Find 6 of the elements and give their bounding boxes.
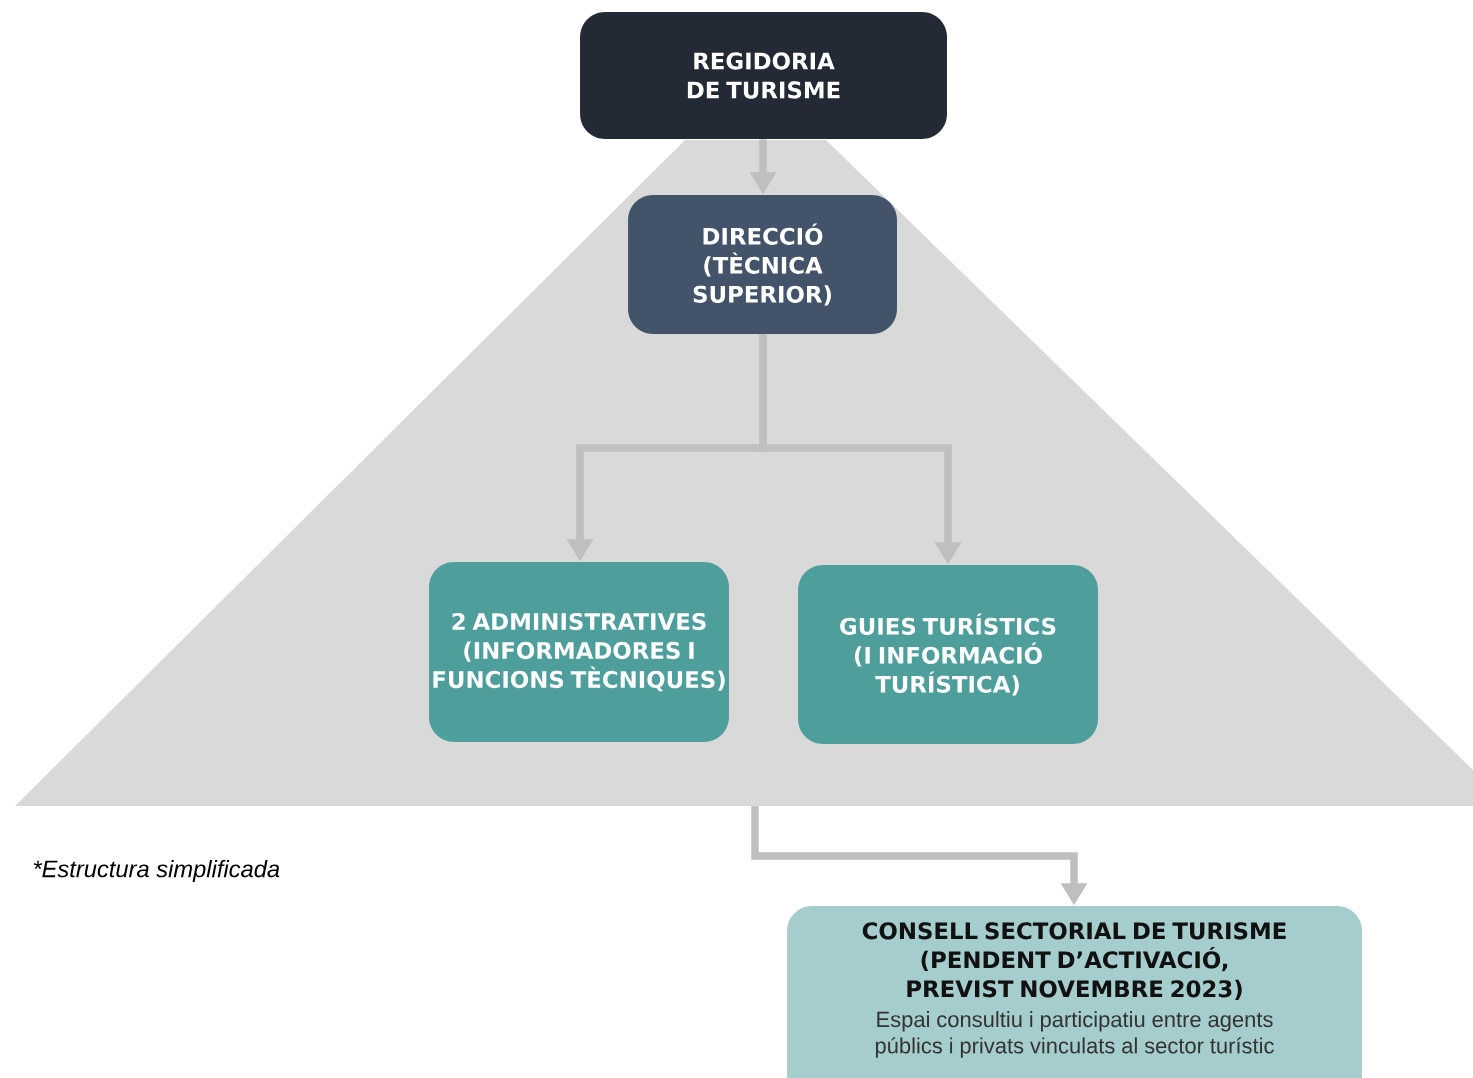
note-text: *Estructura simplificada [33,859,280,883]
org-box: GUIES TURÍSTICS (I INFORMACIÓ TURÍSTICA) [798,565,1098,744]
org-box: CONSELL SECTORIAL DE TURISME (PENDENT D’ACTIVACIÓ, PREVIST NOVEMBRE 2023) Espai consultiu i participatiu entre agents públics i privats vinculats al sector turístic [787,906,1362,1078]
org-box: DIRECCIÓ (TÈCNICA SUPERIOR) [628,195,897,334]
org-box: 2 ADMINISTRATIVES (INFORMADORES I FUNCIONS TÈCNIQUES) [429,562,729,742]
org-box: REGIDORIA DE TURISME [580,12,947,139]
